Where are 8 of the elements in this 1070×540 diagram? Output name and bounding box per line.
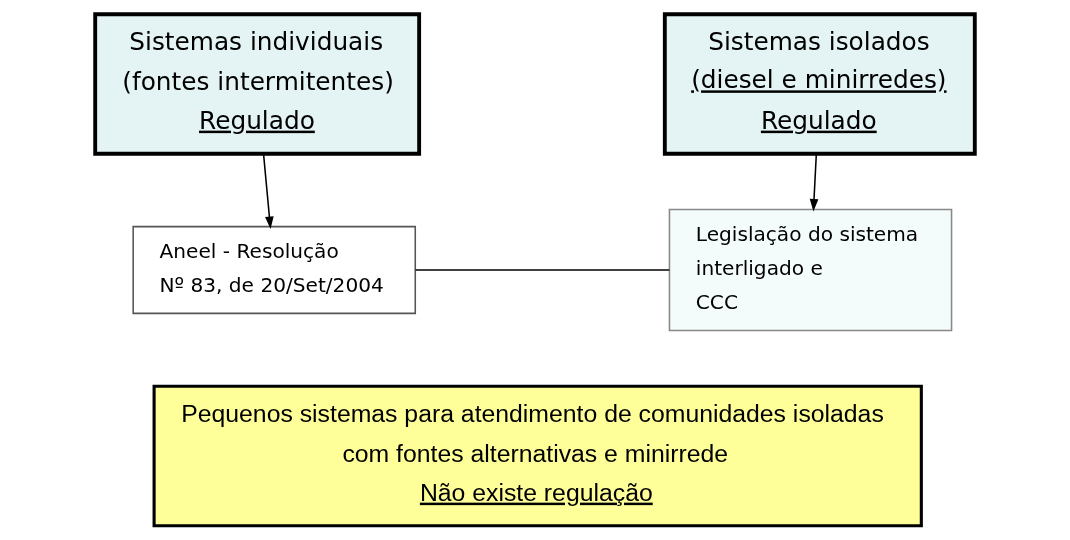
arrow (262, 153, 274, 229)
node-box: Sistemas isolados (diesel e minirredes) Regulado (662, 12, 977, 156)
node-box: Pequenos sistemas para atendimento de comunidades isoladas com fontes alternativas e minirrede Não existe regulação (152, 384, 923, 528)
connector (414, 269, 671, 271)
node-box: Aneel - Resolução Nº 83, de 20/Set/2004 (132, 225, 417, 315)
arrow (809, 153, 819, 212)
node-box: Sistemas individuais (fontes intermitentes) Regulado (93, 12, 422, 156)
node-box: Legislação do sistema interligado e CCC (668, 208, 953, 332)
